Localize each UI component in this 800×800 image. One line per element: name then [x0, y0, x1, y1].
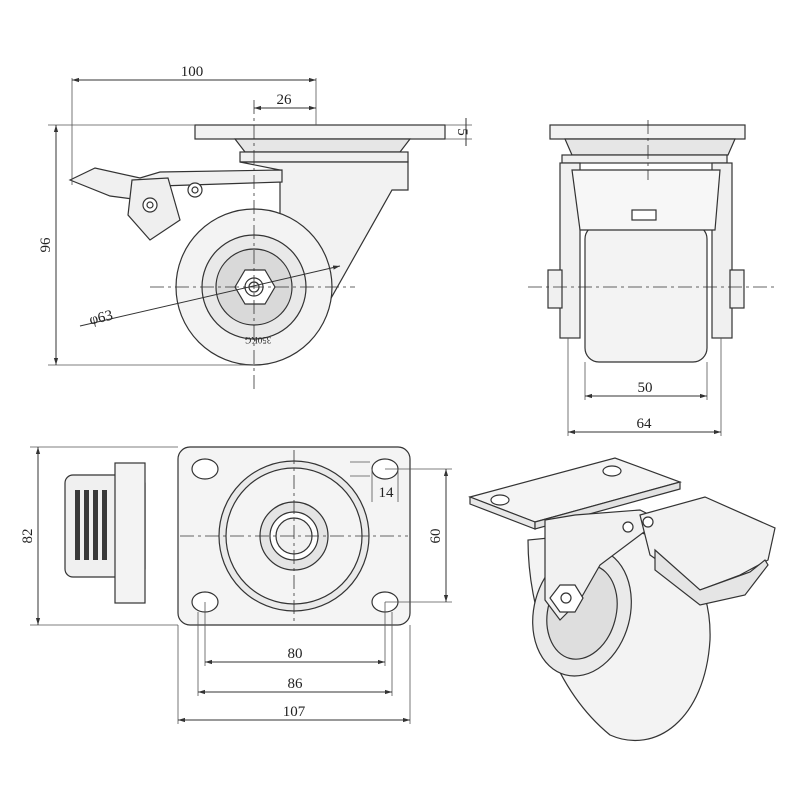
bolt-hole	[191, 458, 219, 480]
dim-overall-width: 100	[181, 64, 204, 80]
dim-height: 96	[38, 237, 54, 253]
wheel-marking: 350KG	[244, 335, 271, 345]
dim-bolt-spacing-long: 80	[288, 646, 303, 662]
dim-plate-width: 107	[283, 704, 306, 720]
mounting-plate	[194, 124, 446, 140]
side-view: 350KG 100 26 5 96 φ63	[38, 64, 472, 390]
dim-plate-thickness: 5	[454, 128, 470, 136]
front-mounting-plate	[549, 124, 746, 140]
dim-offset: 26	[277, 92, 293, 108]
dim-wheel-width: 50	[638, 380, 653, 396]
isometric-view	[468, 457, 776, 741]
dim-bolt-spacing-short: 60	[428, 529, 444, 544]
dim-plate-length: 82	[20, 529, 36, 544]
swivel-head	[233, 138, 412, 153]
dim-overall-side-width: 64	[637, 416, 653, 432]
brake-lever	[68, 167, 283, 201]
front-view: 50 64	[528, 120, 775, 436]
dim-wheel-diameter: φ63	[88, 308, 115, 329]
dim-slot-size: 14	[379, 485, 395, 501]
dim-bolt-spacing-outer: 86	[288, 676, 304, 692]
front-wheel	[584, 224, 708, 363]
front-brake-cover	[571, 169, 721, 231]
top-view: 82 60 14 80 86 107	[20, 446, 452, 724]
